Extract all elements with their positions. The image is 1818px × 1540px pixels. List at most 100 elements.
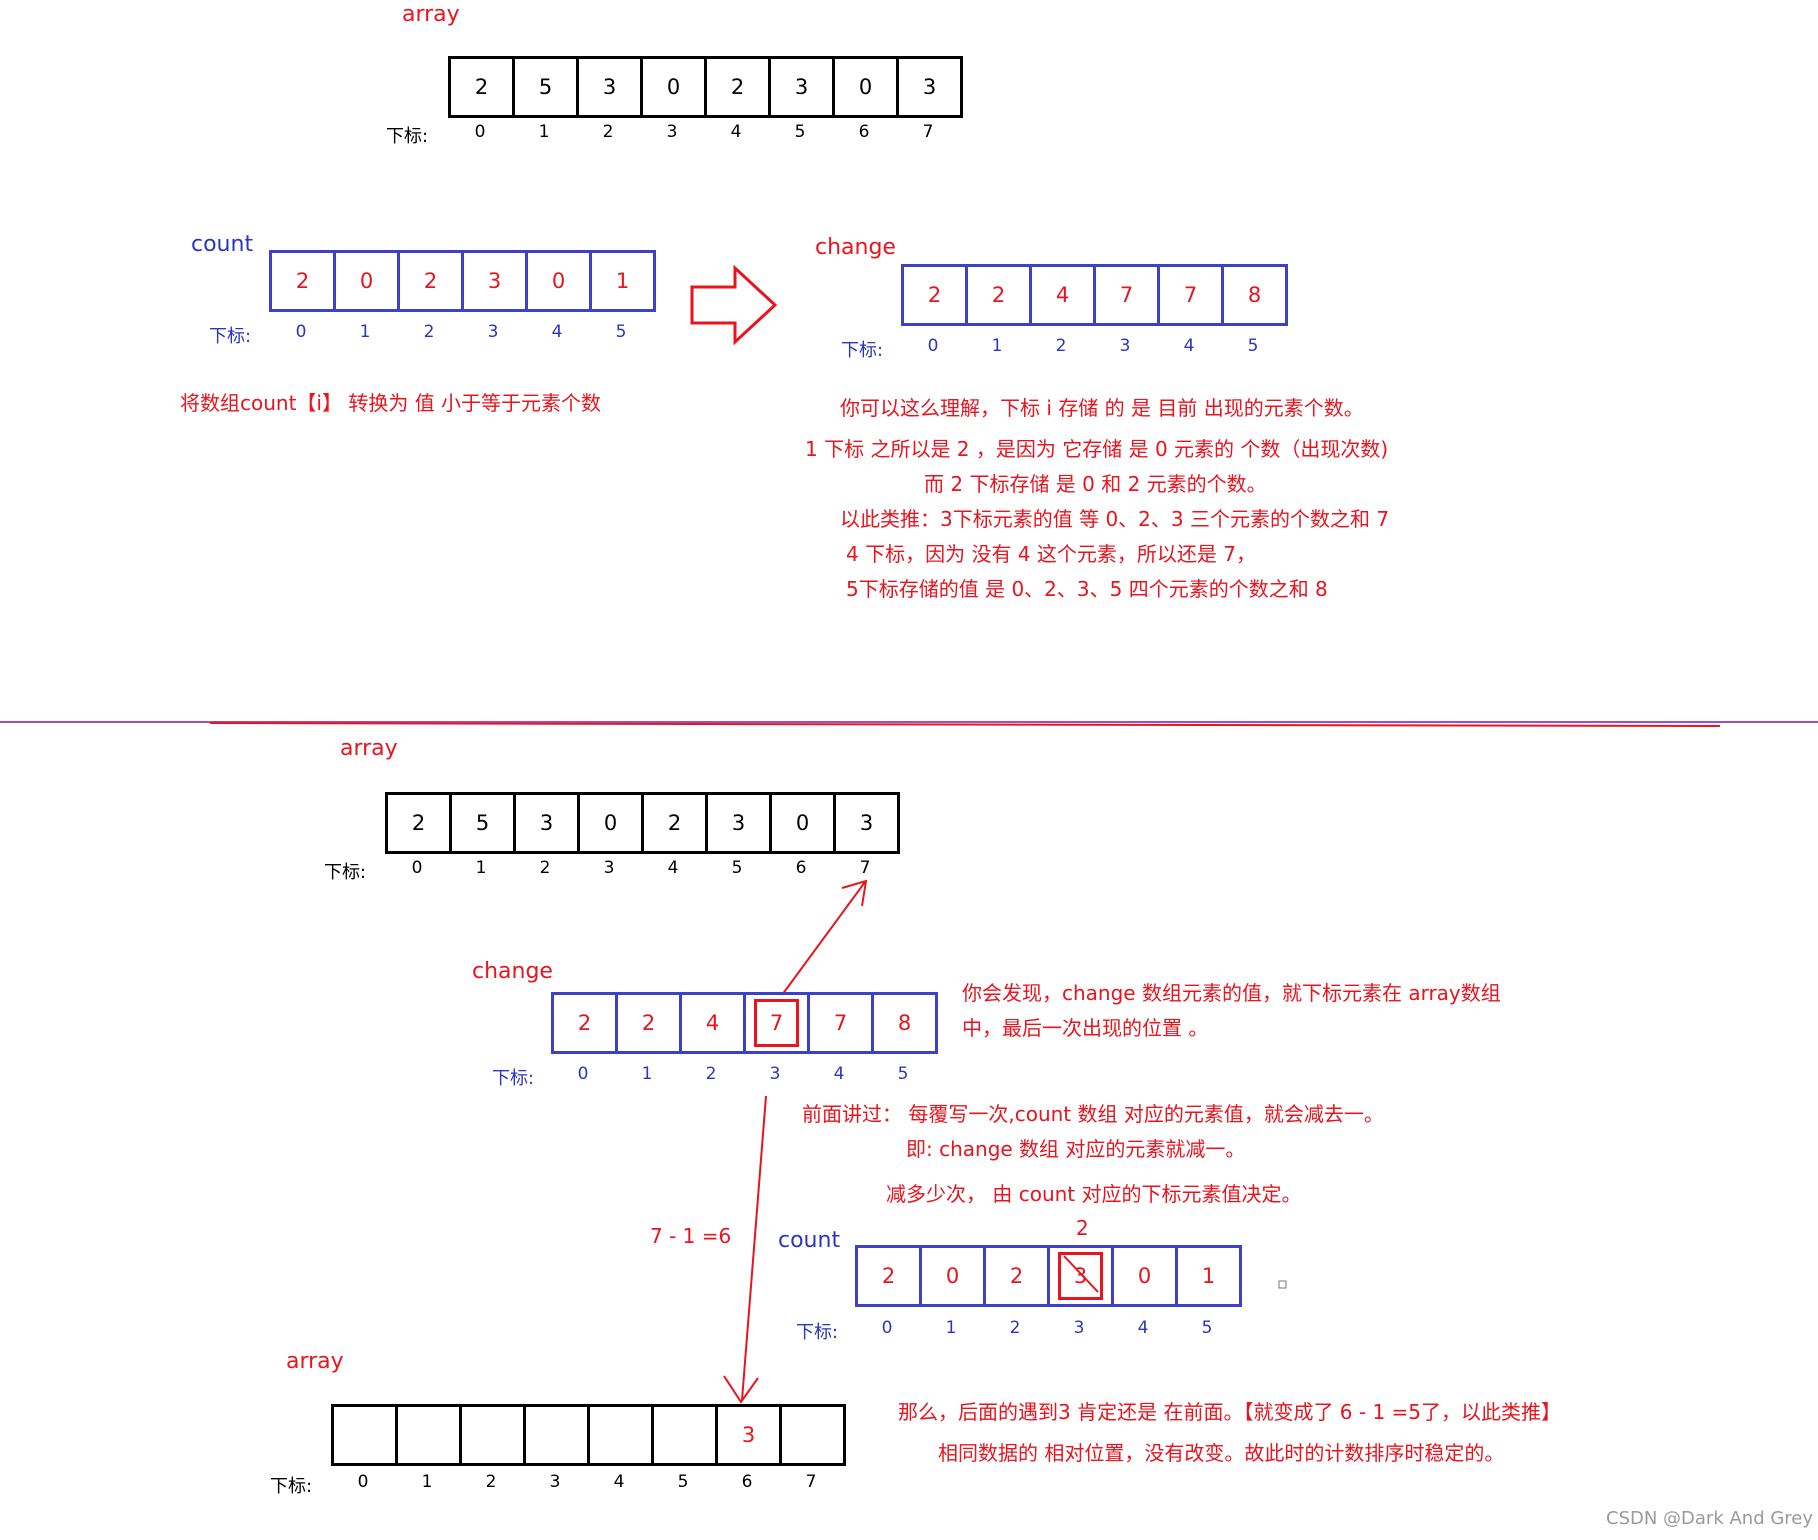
array-cell: 7 xyxy=(807,992,874,1054)
array-cell: 2 xyxy=(448,56,515,118)
hollow-right-arrow xyxy=(690,264,778,346)
index-number: 0 xyxy=(577,1064,589,1084)
index-number: 0 xyxy=(411,858,423,878)
explanation-line-1: 你可以这么理解，下标 i 存储 的 是 目前 出现的元素个数。 xyxy=(840,396,1364,420)
index-number: 6 xyxy=(858,122,870,142)
array-cell xyxy=(395,1404,462,1466)
array-cell: 0 xyxy=(769,792,836,854)
small-marker xyxy=(1278,1280,1287,1289)
rewrite-note-line-3: 减多少次， 由 count 对应的下标元素值决定。 xyxy=(886,1182,1302,1206)
index-number: 0 xyxy=(927,336,939,356)
change-note-line-1: 你会发现，change 数组元素的值，就下标元素在 array数组 xyxy=(962,981,1501,1005)
index-number: 3 xyxy=(487,322,499,342)
arrow-head-down xyxy=(723,1375,759,1404)
index-number: 2 xyxy=(602,122,614,142)
change-indices-bottom: 0 1 2 3 4 5 xyxy=(551,1064,935,1084)
index-number: 5 xyxy=(731,858,743,878)
array-cell: 2 xyxy=(397,250,464,312)
change-label-top: change xyxy=(815,235,896,260)
array-cell: 0 xyxy=(832,56,899,118)
rewrite-note-line-2: 即: change 数组 对应的元素就减一。 xyxy=(906,1137,1246,1161)
array-cell: 1 xyxy=(1175,1245,1242,1307)
index-number: 3 xyxy=(1119,336,1131,356)
array-cell: 3 xyxy=(833,792,900,854)
index-label: 下标: xyxy=(324,862,367,883)
array-cell: 2 xyxy=(615,992,682,1054)
index-number: 4 xyxy=(833,1064,845,1084)
result-array-label: array xyxy=(286,1349,344,1374)
array-cell: 3 xyxy=(576,56,643,118)
index-number: 4 xyxy=(613,1472,625,1492)
index-number: 4 xyxy=(1183,336,1195,356)
array-cell: 2 xyxy=(269,250,336,312)
array-cell: 2 xyxy=(855,1245,922,1307)
array-cell: 2 xyxy=(983,1245,1050,1307)
index-number: 2 xyxy=(705,1064,717,1084)
index-number: 1 xyxy=(945,1318,957,1338)
array-label-bottom: array xyxy=(340,736,398,761)
explanation-line-5: 4 下标，因为 没有 4 这个元素，所以还是 7， xyxy=(846,542,1256,566)
index-number: 2 xyxy=(1009,1318,1021,1338)
index-number: 0 xyxy=(357,1472,369,1492)
array-cell: 0 xyxy=(577,792,644,854)
result-array: 3 xyxy=(331,1404,846,1466)
calc-label: 7 - 1 =6 xyxy=(650,1224,732,1248)
array-cell: 1 xyxy=(589,250,656,312)
index-number: 7 xyxy=(859,858,871,878)
change-note-line-2: 中，最后一次出现的位置 。 xyxy=(962,1016,1209,1040)
index-label: 下标: xyxy=(796,1322,839,1343)
final-note-line-1: 那么，后面的遇到3 肯定还是 在前面。【就变成了 6 - 1 =5了，以此类推】 xyxy=(898,1400,1562,1424)
index-number: 0 xyxy=(881,1318,893,1338)
array-cell: 0 xyxy=(525,250,592,312)
array-cell xyxy=(459,1404,526,1466)
index-number: 0 xyxy=(295,322,307,342)
final-note-line-2: 相同数据的 相对位置，没有改变。故此时的计数排序时稳定的。 xyxy=(938,1441,1505,1465)
explanation-line-2: 1 下标 之所以是 2 ，是因为 它存储 是 0 元素的 个数（出现次数) xyxy=(805,437,1389,461)
index-number: 5 xyxy=(897,1064,909,1084)
index-number: 1 xyxy=(641,1064,653,1084)
index-number: 3 xyxy=(1073,1318,1085,1338)
change-label-bottom: change xyxy=(472,959,553,984)
count-new-value: 2 xyxy=(1076,1216,1089,1240)
watermark: CSDN @Dark And Grey xyxy=(1606,1508,1814,1529)
arrow-change-to-result xyxy=(741,1095,767,1401)
array-cell: 2 xyxy=(385,792,452,854)
arrow-head-up xyxy=(841,879,868,907)
index-number: 1 xyxy=(991,336,1003,356)
index-number: 1 xyxy=(359,322,371,342)
array-cell: 2 xyxy=(965,264,1032,326)
array-cell: 2 xyxy=(901,264,968,326)
index-number: 4 xyxy=(730,122,742,142)
index-label: 下标: xyxy=(492,1068,535,1089)
explanation-line-3: 而 2 下标存储 是 0 和 2 元素的个数。 xyxy=(924,472,1267,496)
index-number: 5 xyxy=(1247,336,1259,356)
index-number: 3 xyxy=(603,858,615,878)
array-cell: 8 xyxy=(871,992,938,1054)
array-cell: 2 xyxy=(551,992,618,1054)
index-number: 4 xyxy=(551,322,563,342)
index-number: 3 xyxy=(769,1064,781,1084)
index-number: 3 xyxy=(549,1472,561,1492)
array-cell: 3 xyxy=(705,792,772,854)
array-cell: 0 xyxy=(1111,1245,1178,1307)
array-cell: 3 xyxy=(896,56,963,118)
index-number: 3 xyxy=(666,122,678,142)
count-label-bottom: count xyxy=(778,1228,841,1253)
index-number: 5 xyxy=(1201,1318,1213,1338)
array-cell: 3 xyxy=(1047,1245,1114,1307)
array-cell xyxy=(651,1404,718,1466)
index-number: 4 xyxy=(667,858,679,878)
index-label: 下标: xyxy=(386,126,429,147)
array-cell: 7 xyxy=(1093,264,1160,326)
array-label-top: array xyxy=(402,2,460,27)
index-label: 下标: xyxy=(841,340,884,361)
array-cell: 0 xyxy=(640,56,707,118)
array-cell: 5 xyxy=(449,792,516,854)
index-number: 1 xyxy=(475,858,487,878)
